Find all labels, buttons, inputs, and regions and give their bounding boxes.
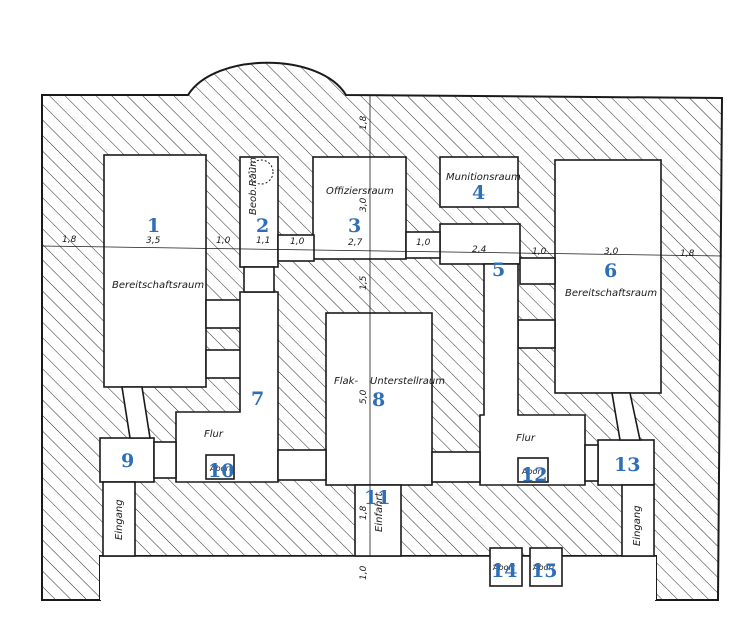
room-number-14: 14 [491, 560, 517, 582]
room-number-8: 8 [372, 389, 385, 411]
eingang-left-stair [121, 386, 151, 439]
label-flak: Flak- [334, 376, 358, 387]
dim-30-v: 3,0 [359, 197, 369, 212]
room-number-9: 9 [121, 450, 134, 472]
label-beob-raum: Beob.Raum [248, 157, 259, 215]
dim-18-right: 1,8 [680, 249, 695, 259]
dim-10-d: 1,0 [532, 247, 547, 257]
room-4-munitionsraum [439, 156, 519, 208]
passage-7-8 [277, 449, 327, 481]
label-flur-left: Flur [204, 429, 224, 440]
room-number-2: 2 [256, 215, 269, 237]
dim-24: 2,4 [472, 245, 487, 255]
dim-11: 1,1 [256, 236, 270, 246]
dim-27: 2,7 [348, 238, 363, 248]
room-number-7: 7 [251, 388, 264, 410]
ground-strip [100, 556, 656, 600]
label-abort-15: Abort [532, 563, 556, 572]
room-7-flur [175, 291, 279, 483]
dim-10-bottom: 1,0 [359, 565, 369, 580]
label-eingang-right: Eingang [632, 505, 643, 546]
passage-5-6 [519, 257, 556, 285]
label-eingang-left: Eingang [114, 499, 125, 540]
room-number-4: 4 [472, 182, 485, 204]
dim-10-a: 1,0 [216, 236, 231, 246]
dim-10-c: 1,0 [416, 238, 431, 248]
periscope-circle [248, 159, 274, 185]
room-number-6: 6 [604, 260, 617, 282]
passage-3-5 [405, 231, 441, 259]
room-number-5: 5 [492, 259, 505, 281]
label-munitionsraum: Munitionsraum [446, 172, 521, 183]
room-2-beob-raum [239, 156, 279, 268]
passage-8-12 [431, 451, 481, 483]
dim-18-left: 1,8 [62, 235, 77, 245]
dim-50: 5,0 [359, 389, 369, 404]
room-13 [597, 439, 655, 486]
dim-15: 1,5 [359, 275, 369, 290]
room-number-13: 13 [614, 454, 640, 476]
passage-2-7 [243, 266, 275, 293]
label-unterstellraum: Unterstellraum [370, 376, 445, 387]
room-5-corridor [439, 223, 521, 265]
dim-18-top: 1,8 [359, 115, 369, 130]
passage-9-7 [153, 441, 177, 479]
room-number-3: 3 [348, 215, 361, 237]
room-number-12: 12 [521, 464, 547, 486]
label-offiziersraum: Offiziersraum [326, 186, 394, 197]
passage-1-7 [205, 299, 243, 329]
label-bereitschaftsraum-right: Bereitschaftsraum [565, 288, 657, 299]
room-12-flur [479, 263, 586, 486]
abort-10 [205, 454, 235, 480]
passage-6-12 [517, 319, 556, 349]
room-number-10: 10 [208, 460, 234, 482]
passage-1-7-lower [205, 349, 243, 379]
label-abort-12: Abort [521, 467, 545, 476]
label-einfahrt: Einfahrt [374, 491, 385, 532]
einfahrt-ramp [354, 484, 402, 557]
eingang-right-stair [611, 392, 641, 441]
abort-14 [489, 547, 523, 587]
label-flur-right: Flur [516, 433, 536, 444]
eingang-left-ramp [102, 481, 136, 557]
label-abort-14: Abort [492, 563, 516, 572]
label-abort-10: Abort [209, 464, 233, 473]
dim-18-bottom: 1,8 [359, 505, 369, 520]
dim-35: 3,5 [146, 236, 161, 246]
room-6-bereitschaftsraum [554, 159, 662, 394]
room-number-15: 15 [531, 560, 557, 582]
dim-10-b: 1,0 [290, 237, 305, 247]
room-1-bereitschaftsraum [103, 154, 207, 388]
room-3-offiziersraum [312, 156, 407, 260]
room-number-1: 1 [147, 215, 160, 237]
dim-line-horizontal [41, 245, 723, 257]
eingang-right-ramp [621, 484, 655, 557]
abort-12 [517, 457, 549, 483]
room-number-11: 11 [364, 487, 390, 509]
label-bereitschaftsraum-left: Bereitschaftsraum [112, 280, 204, 291]
passage-12-13 [584, 444, 599, 482]
abort-15 [529, 547, 563, 587]
passage-2-3 [277, 234, 315, 262]
dim-30-h: 3,0 [604, 247, 619, 257]
